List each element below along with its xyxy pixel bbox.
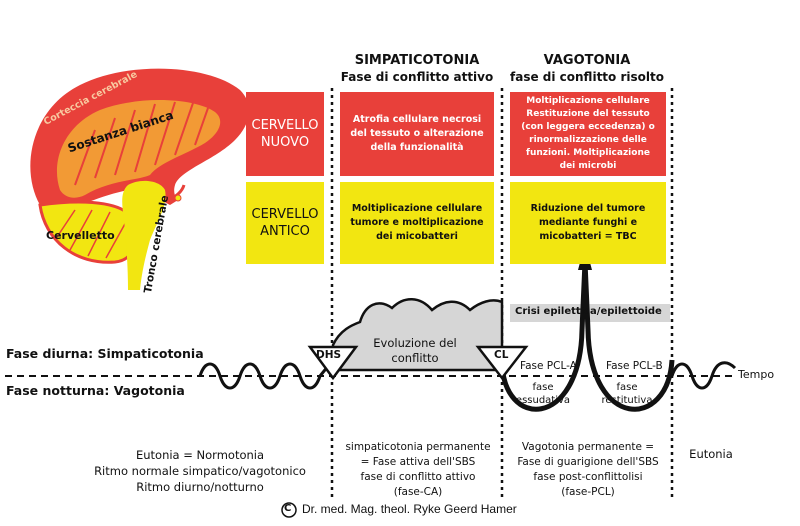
restitutive-label: fase restitutiva: [601, 382, 653, 406]
evolution-label: Evoluzione del conflitto: [373, 336, 457, 365]
white-matter-shape: [56, 100, 221, 198]
bottom-resolved-text: Vagotonia permanente = Fase di guarigion…: [517, 441, 659, 498]
pcl-a-label: Fase PCL-A: [520, 360, 577, 372]
cl-triangle: [475, 345, 529, 381]
day-phase-label: Fase diurna: Simpaticotonia: [6, 346, 204, 361]
sympathicotonia-title: SIMPATICOTONIA: [354, 53, 480, 68]
copyright-circle: [281, 502, 297, 518]
crisis-label: Crisi epilettica/epilettoide: [515, 306, 662, 317]
bottom-eutonia-right: Eutonia: [689, 447, 733, 461]
sympathicotonia-header: SIMPATICOTONIA Fase di conflitto attivo: [332, 52, 502, 86]
old-brain-label: CERVELLO ANTICO: [246, 182, 324, 264]
new-brain-resolved-cell: Moltiplicazione cellulare Restituzione d…: [510, 92, 666, 176]
new-brain-label: CERVELLO NUOVO: [246, 92, 324, 176]
night-phase-label: Fase notturna: Vagotonia: [6, 383, 185, 398]
white-matter-stripes: [74, 101, 209, 186]
vagotonia-subtitle: fase di conflitto risolto: [510, 70, 664, 84]
dhs-label: DHS: [316, 349, 342, 361]
bottom-eutonia-text: Eutonia = Normotonia Ritmo normale simpa…: [94, 448, 306, 494]
phase-dividers: [330, 88, 674, 500]
cerebellum-stripes: [54, 209, 127, 259]
brainstem-shape: [122, 180, 166, 290]
vagotonia-header: VAGOTONIA fase di conflitto risolto: [502, 52, 672, 86]
cerebellum-label: Cervelletto: [46, 229, 115, 242]
pcl-b-label: Fase PCL-B: [606, 360, 663, 372]
new-brain-active-cell: Atrofia cellulare necrosi del tessuto o …: [340, 92, 494, 176]
exudative-label: fase essudativa: [515, 382, 571, 406]
sympathicotonia-subtitle: Fase di conflitto attivo: [340, 70, 494, 84]
copyright-text: Dr. med. Mag. theol. Ryke Geerd Hamer: [302, 502, 517, 516]
crisis-band: [510, 304, 670, 322]
dhs-triangle: [307, 345, 359, 381]
vagotonia-title: VAGOTONIA: [543, 53, 631, 68]
normal-rhythm-wave-right: [670, 361, 737, 390]
bottom-active-text: simpaticotonia permanente = Fase attiva …: [345, 441, 491, 498]
copyright-symbol: C: [284, 503, 292, 514]
conflict-evolution-area: [331, 298, 504, 372]
old-brain-active-cell: Moltiplicazione cellulare tumore e molti…: [340, 182, 494, 264]
time-label: Tempo: [738, 368, 775, 381]
normal-rhythm-wave-left: [198, 359, 335, 390]
cl-label: CL: [494, 349, 509, 361]
old-brain-resolved-cell: Riduzione del tumore mediante funghi e m…: [510, 182, 666, 264]
